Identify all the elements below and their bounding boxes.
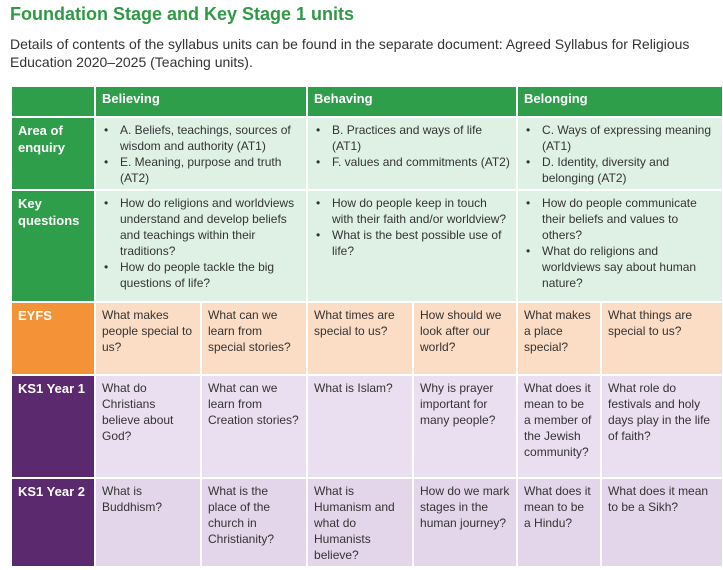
list-item: How do people keep in touch with their f… — [316, 195, 510, 227]
list-item: How do people tackle the big questions o… — [104, 259, 300, 291]
keyq-believing-cell: How do religions and worldviews understa… — [93, 189, 309, 303]
list-item: What is the best possible use of life? — [316, 227, 510, 259]
ks1-year2-row: KS1 Year 2 What is Buddhism? What is the… — [10, 477, 723, 568]
table-cell: What times are special to us? — [306, 301, 415, 376]
table-cell: What does it mean to be a Sikh? — [600, 477, 723, 568]
key-questions-row: Key questions How do religions and world… — [10, 189, 723, 303]
header-believing: Believing — [93, 85, 309, 118]
list-item: D. Identity, diversity and belonging (AT… — [526, 154, 716, 186]
units-table: Believing Behaving Belonging Area of enq… — [10, 85, 723, 568]
keyq-behaving-cell: How do people keep in touch with their f… — [306, 189, 519, 303]
list-item: C. Ways of expressing meaning (AT1) — [526, 122, 716, 154]
header-row: Believing Behaving Belonging — [10, 85, 723, 118]
list-item: A. Beliefs, teachings, sources of wisdom… — [104, 122, 300, 154]
header-behaving: Behaving — [306, 85, 519, 118]
table-cell: What does it mean to be a member of the … — [516, 374, 603, 479]
ks1-year1-row: KS1 Year 1 What do Christians believe ab… — [10, 374, 723, 479]
table-cell: What is Buddhism? — [94, 477, 202, 568]
keyq-belonging-cell: How do people communicate their beliefs … — [516, 189, 723, 303]
table-cell: What things are special to us? — [600, 301, 723, 376]
area-believing-cell: A. Beliefs, teachings, sources of wisdom… — [93, 116, 309, 191]
page-title: Foundation Stage and Key Stage 1 units — [10, 4, 355, 24]
list-item: What do religions and worldviews say abo… — [526, 243, 716, 291]
table-cell: What do Christians believe about God? — [94, 374, 202, 479]
row-label-ks1-year2: KS1 Year 2 — [10, 477, 96, 568]
list-item: How do religions and worldviews understa… — [104, 195, 300, 259]
row-label-key-questions: Key questions — [10, 189, 96, 303]
table-cell: What is the place of the church in Chris… — [199, 477, 309, 568]
header-corner — [10, 85, 96, 118]
header-belonging: Belonging — [516, 85, 723, 118]
list-item: How do people communicate their beliefs … — [526, 195, 716, 243]
table-cell: What makes people special to us? — [94, 301, 202, 376]
list-item: F. values and commitments (AT2) — [316, 154, 510, 170]
table-cell: What is Humanism and what do Humanists b… — [306, 477, 415, 568]
list-item: B. Practices and ways of life (AT1) — [316, 122, 510, 154]
table-cell: What makes a place special? — [516, 301, 603, 376]
row-label-eyfs: EYFS — [10, 301, 96, 376]
table-cell: What role do festivals and holy days pla… — [600, 374, 723, 479]
eyfs-row: EYFS What makes people special to us? Wh… — [10, 301, 723, 376]
table-cell: How should we look after our world? — [412, 301, 519, 376]
row-label-area-of-enquiry: Area of enquiry — [10, 116, 96, 191]
area-behaving-cell: B. Practices and ways of life (AT1) F. v… — [306, 116, 519, 191]
table-cell: What can we learn from special stories? — [199, 301, 309, 376]
table-cell: Why is prayer important for many people? — [412, 374, 519, 479]
list-item: E. Meaning, purpose and truth (AT2) — [104, 154, 300, 186]
table-cell: What is Islam? — [306, 374, 415, 479]
table-cell: What does it mean to be a Hindu? — [516, 477, 603, 568]
area-of-enquiry-row: Area of enquiry A. Beliefs, teachings, s… — [10, 116, 723, 191]
intro-text: Details of contents of the syllabus unit… — [10, 36, 690, 70]
row-label-ks1-year1: KS1 Year 1 — [10, 374, 96, 479]
table-cell: How do we mark stages in the human journ… — [412, 477, 519, 568]
area-belonging-cell: C. Ways of expressing meaning (AT1) D. I… — [516, 116, 723, 191]
table-cell: What can we learn from Creation stories? — [199, 374, 309, 479]
